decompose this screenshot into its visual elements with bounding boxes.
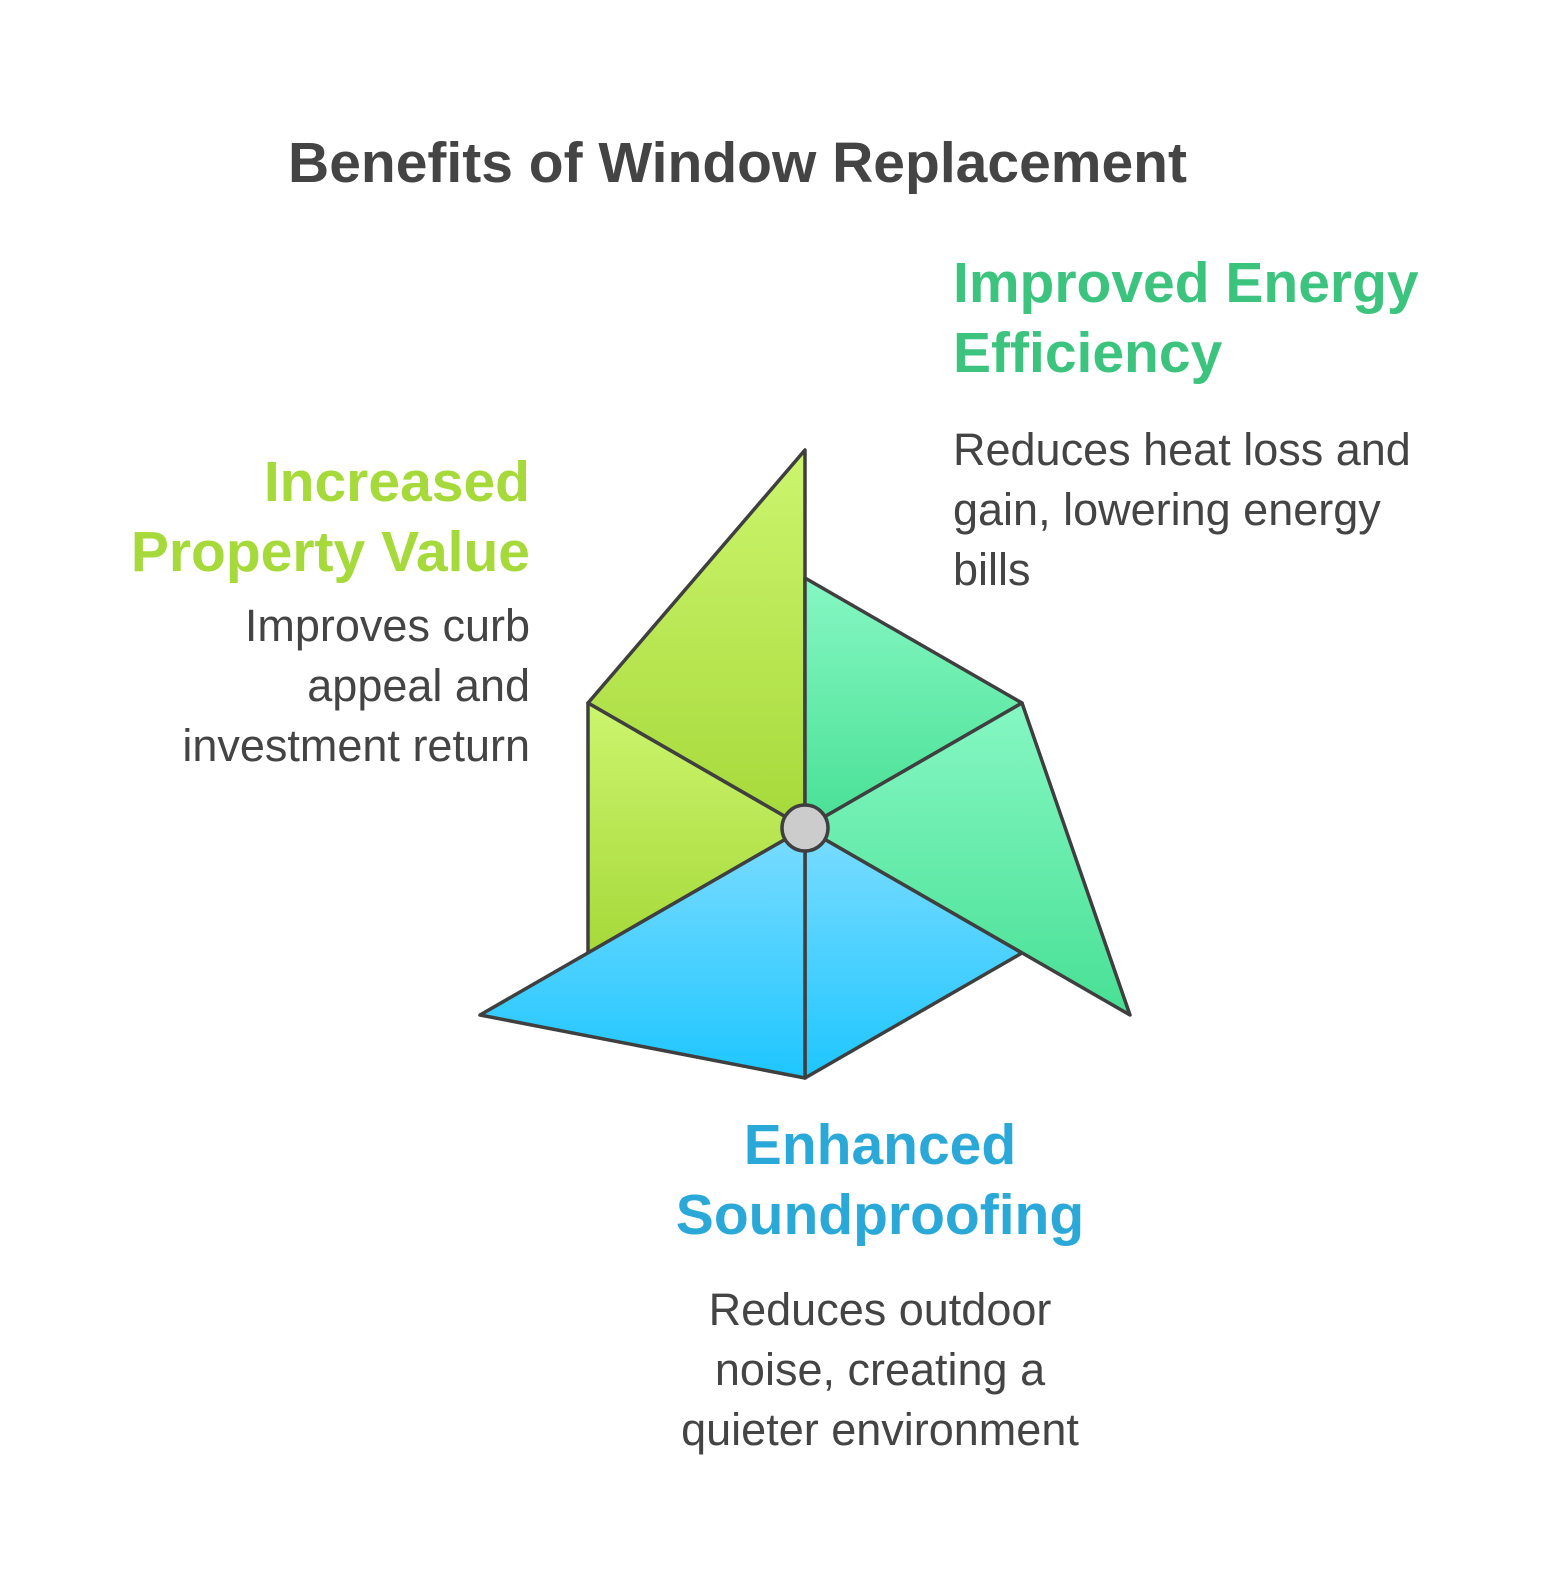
heading-line: Property Value [130, 520, 530, 584]
description-line: bills [953, 544, 1031, 595]
page-title: Benefits of Window Replacement [288, 131, 1187, 195]
heading-line: Improved Energy [953, 251, 1419, 315]
heading-line: Efficiency [953, 321, 1223, 385]
description-line: Improves curb [244, 600, 530, 651]
energy-efficiency-heading: Improved Energy Efficiency [953, 248, 1513, 388]
center-hub [780, 803, 830, 853]
description-line: Reduces heat loss and [953, 424, 1411, 475]
property-value-heading: Increased Property Value [40, 447, 530, 587]
soundproofing-description: Reduces outdoor noise, creating a quiete… [600, 1280, 1160, 1460]
heading-line: Increased [263, 450, 530, 514]
description-line: gain, lowering energy [953, 484, 1381, 535]
heading-line: Enhanced [743, 1113, 1017, 1177]
soundproofing-heading: Enhanced Soundproofing [600, 1110, 1160, 1250]
description-line: appeal and [307, 660, 530, 711]
description-line: Reduces outdoor [708, 1284, 1052, 1335]
energy-efficiency-description: Reduces heat loss and gain, lowering ene… [953, 420, 1513, 600]
sound-segment-left [478, 826, 807, 1080]
description-line: investment return [182, 720, 530, 771]
heading-line: Soundproofing [675, 1183, 1085, 1247]
property-value-description: Improves curb appeal and investment retu… [40, 596, 530, 776]
description-line: quieter environment [681, 1404, 1079, 1455]
description-line: noise, creating a [714, 1344, 1046, 1395]
